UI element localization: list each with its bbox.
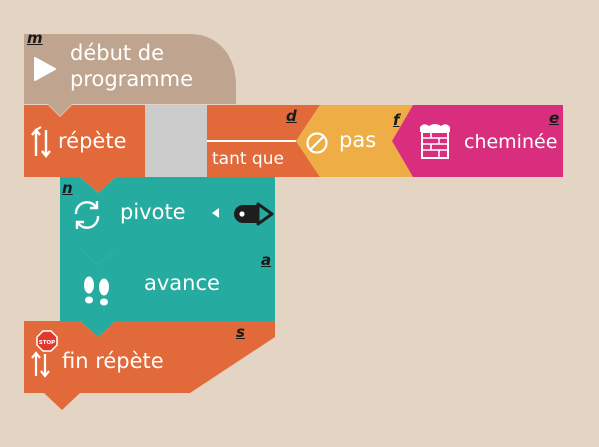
chimney-icon [420, 124, 450, 159]
loop-arrows-icon [31, 126, 51, 158]
start-block-label-line2: programme [70, 67, 194, 91]
repeat-condition-label: tant que [212, 149, 284, 169]
robot-icon [234, 202, 274, 226]
play-icon [34, 57, 56, 81]
stop-loop-icon: STOP [31, 330, 58, 378]
sensor-block-shortcut: e [549, 109, 560, 127]
empty-condition-slot[interactable] [145, 105, 207, 177]
forbidden-icon [306, 132, 328, 154]
left-arrow-icon[interactable] [210, 207, 222, 219]
svg-text:STOP: STOP [39, 340, 55, 346]
repeat-block-label: répète [58, 129, 127, 153]
turn-block-shortcut: n [62, 179, 73, 197]
turn-block-label: pivote [120, 200, 186, 224]
not-block-shortcut: f [393, 111, 400, 129]
start-block-shortcut: m [27, 29, 43, 47]
footprints-icon [84, 276, 109, 306]
start-block-label-line1: début de [70, 41, 165, 65]
end-repeat-block-shortcut: s [236, 323, 245, 341]
sensor-block-label: cheminée [464, 131, 558, 153]
end-repeat-block-label: fin répète [62, 349, 164, 373]
not-block-label: pas [339, 128, 377, 152]
repeat-block-shortcut: d [286, 107, 297, 125]
rotate-icon [74, 201, 100, 229]
forward-block-label: avance [144, 271, 220, 295]
forward-block-shortcut: a [261, 251, 272, 269]
